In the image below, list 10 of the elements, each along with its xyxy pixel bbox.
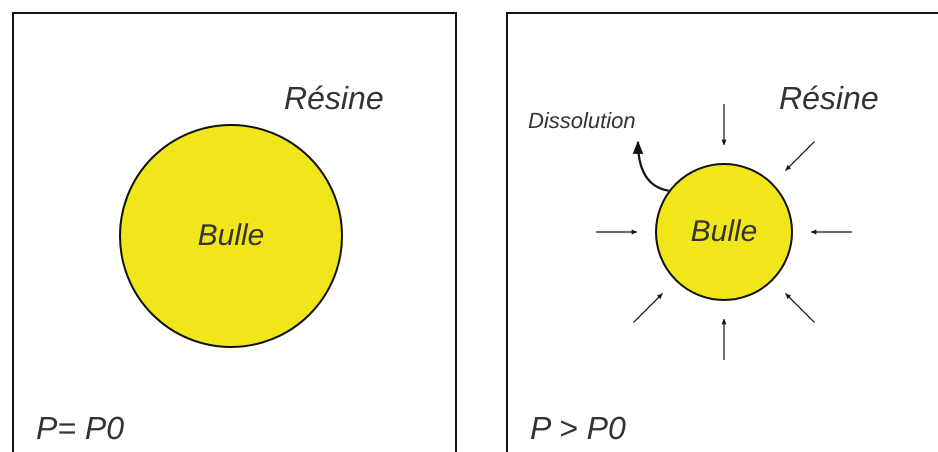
region-label: Résine: [284, 82, 384, 114]
pressure-label: P > P0: [530, 412, 626, 444]
bubble-label: Bulle: [690, 217, 758, 247]
region-label: Résine: [779, 82, 879, 114]
panel-frame: [506, 12, 938, 452]
curved-arrow: [633, 140, 669, 192]
panel-frame: [12, 12, 457, 452]
bubble-label: Bulle: [198, 221, 264, 251]
process-label: Dissolution: [528, 110, 636, 132]
pressure-label: P= P0: [36, 412, 124, 444]
